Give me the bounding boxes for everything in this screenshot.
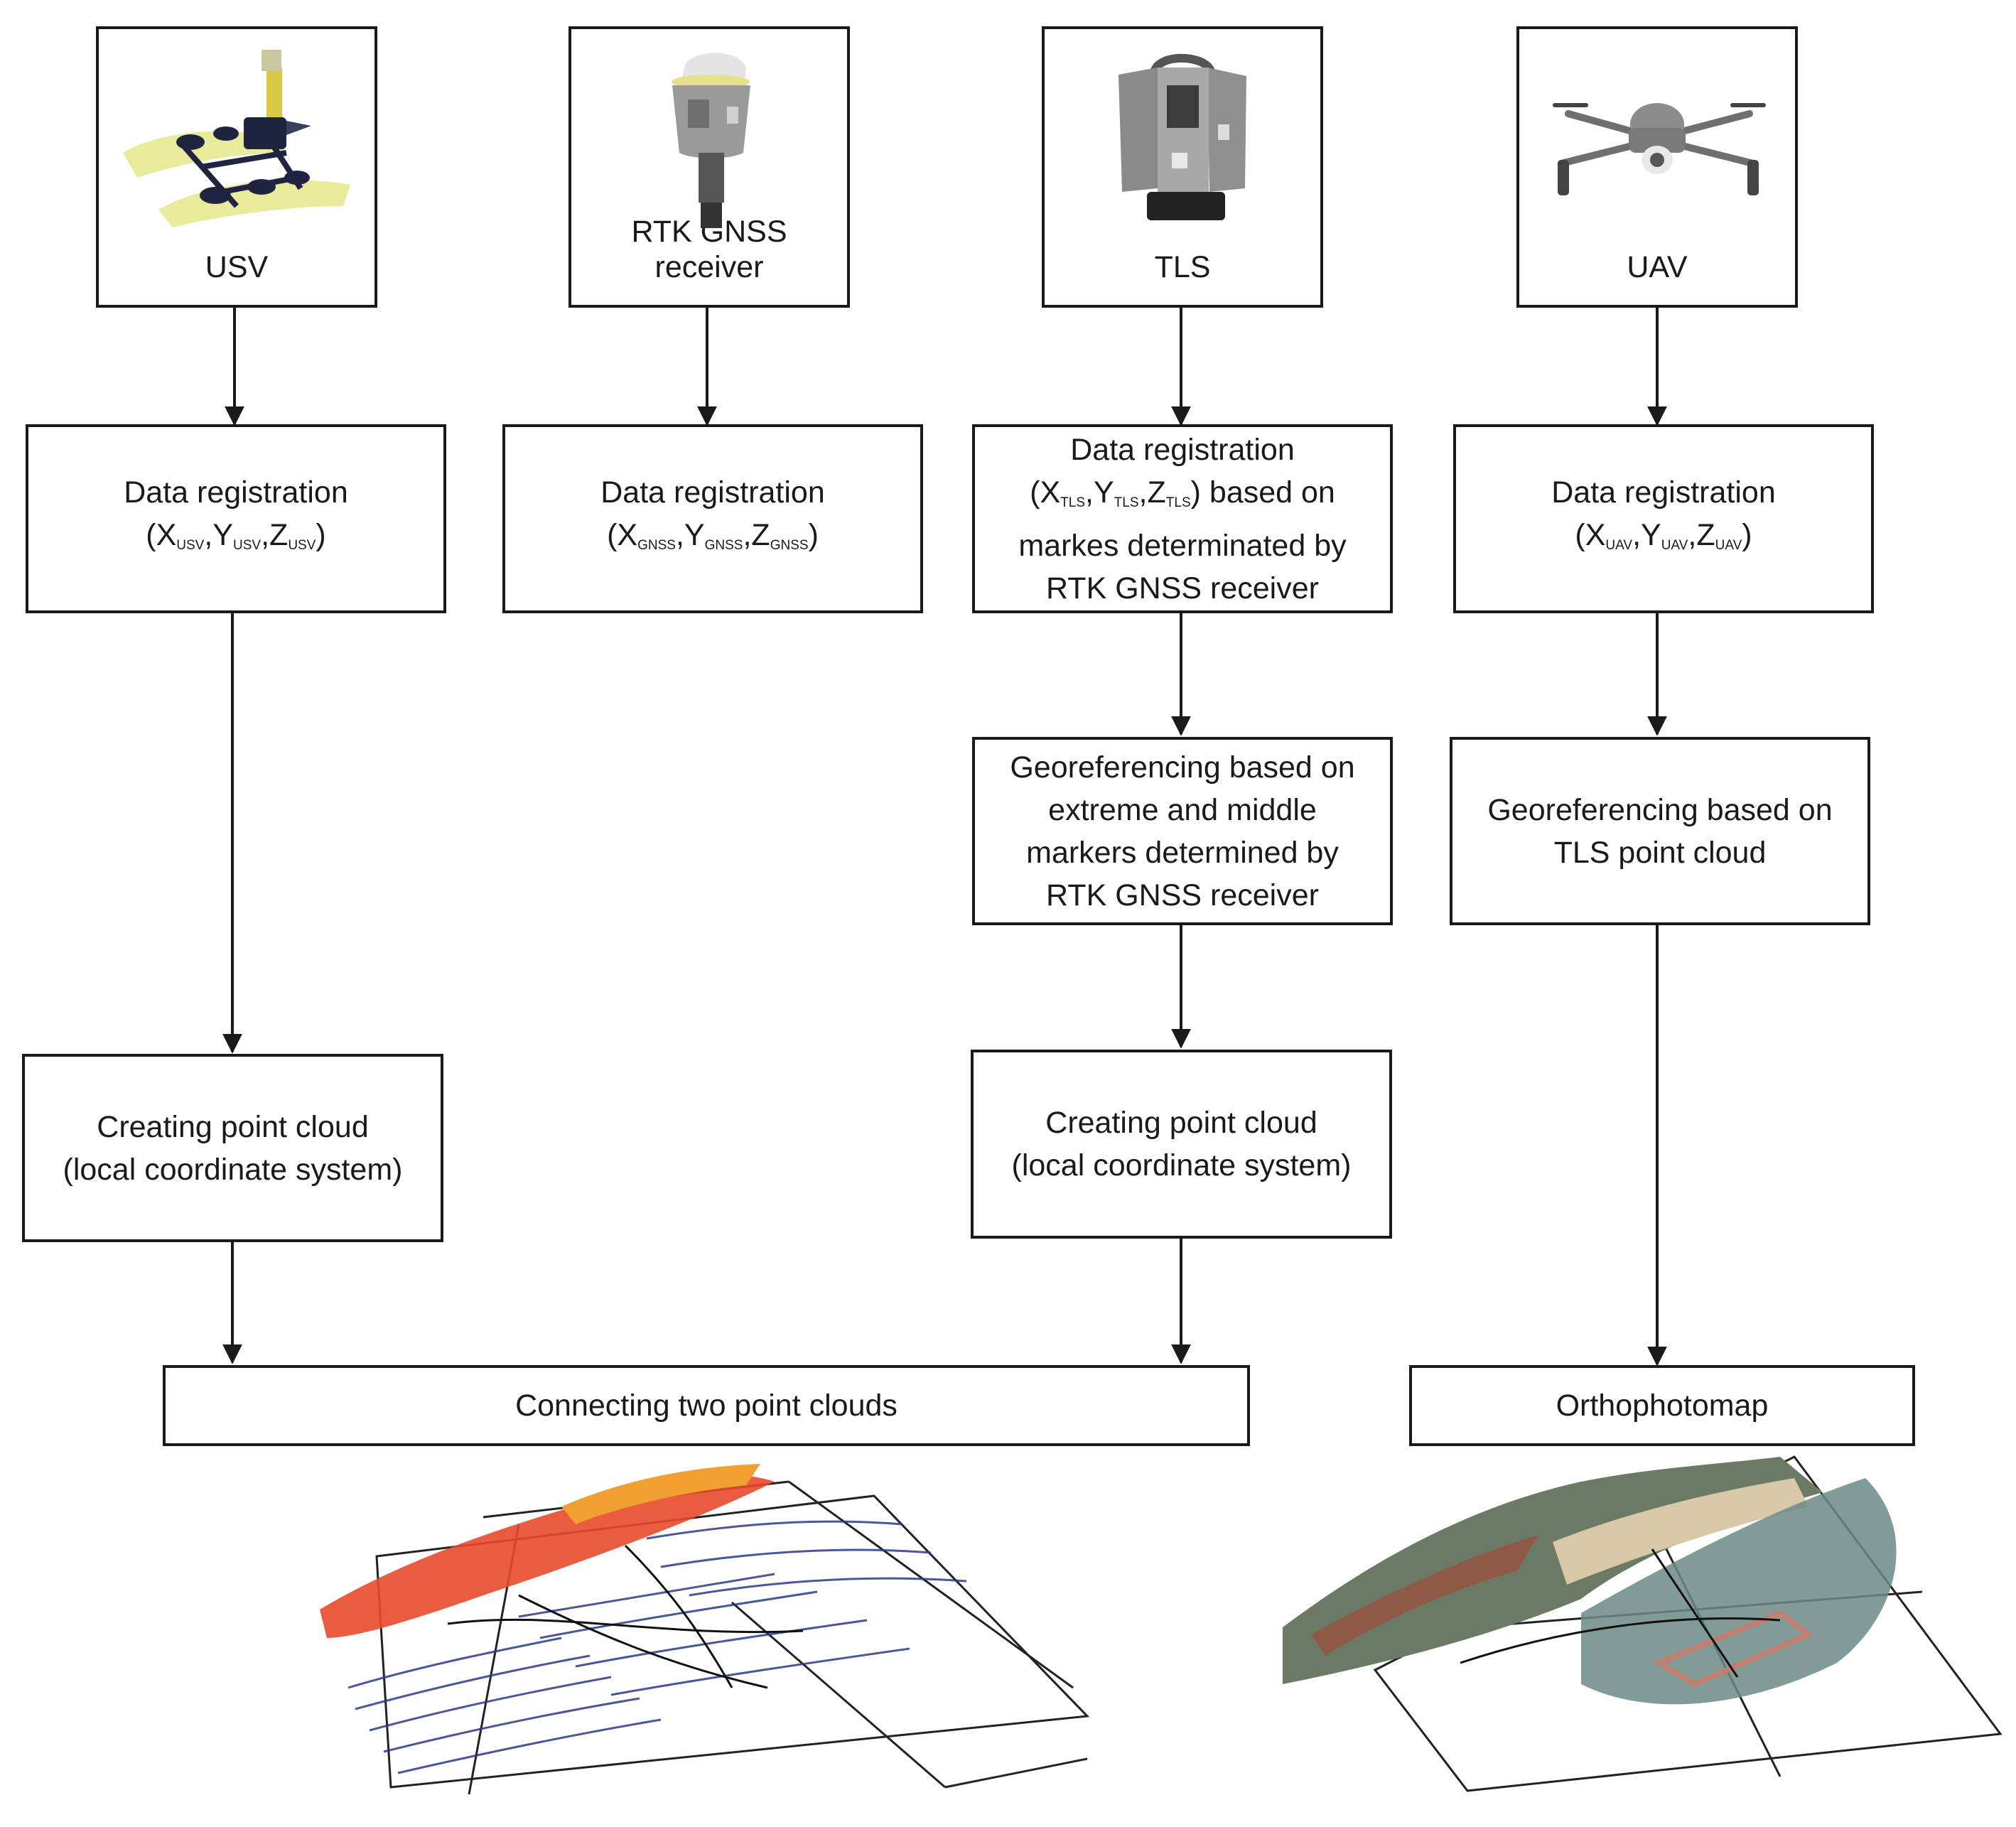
- device-rtk-box: RTK GNSS receiver: [568, 26, 850, 308]
- cloud-tls-box: Creating point cloud (local coordinate s…: [971, 1050, 1392, 1239]
- cloud-tls-line2: (local coordinate system): [1011, 1148, 1352, 1182]
- registration-tls-title: Data registration: [1070, 432, 1295, 467]
- cloud-usv-line2: (local coordinate system): [63, 1152, 403, 1187]
- registration-gnss-title: Data registration: [600, 475, 825, 510]
- rtk-label-line2: receiver: [654, 250, 764, 284]
- georef-uav-box: Georeferencing based on TLS point cloud: [1450, 737, 1870, 925]
- usv-label: USV: [205, 250, 269, 284]
- device-tls-box: TLS: [1042, 26, 1323, 308]
- coords-usv: (XUSV,YUSV,ZUSV): [146, 517, 326, 553]
- georef-tls-line3: markers determined by: [1026, 835, 1339, 870]
- uav-label: UAV: [1627, 250, 1688, 284]
- tls-label: TLS: [1154, 250, 1211, 284]
- registration-tls-box: Data registration (XTLS,YTLS,ZTLS) based…: [972, 424, 1393, 613]
- georef-tls-line2: extreme and middle: [1048, 792, 1317, 827]
- usv-boat-icon: [123, 50, 350, 227]
- laser-scanner-icon: [1118, 53, 1246, 220]
- registration-uav-title: Data registration: [1551, 475, 1776, 510]
- georef-tls-box: Georeferencing based on extreme and midd…: [972, 737, 1393, 925]
- georef-tls-line1: Georeferencing based on: [1010, 750, 1355, 785]
- gnss-receiver-icon: [672, 53, 750, 228]
- georef-tls-line4: RTK GNSS receiver: [1046, 878, 1319, 912]
- registration-tls-line4: RTK GNSS receiver: [1046, 571, 1319, 605]
- registration-usv-title: Data registration: [124, 475, 348, 510]
- cloud-tls-line1: Creating point cloud: [1045, 1106, 1317, 1140]
- coords-gnss: (XGNSS,YGNSS,ZGNSS): [607, 517, 819, 553]
- cloud-usv-line1: Creating point cloud: [97, 1109, 369, 1144]
- orthophotomap-label: Orthophotomap: [1556, 1389, 1769, 1423]
- connect-clouds-box: Connecting two point clouds: [163, 1365, 1250, 1446]
- orthophoto-point-cloud-image: [1283, 1455, 2002, 1792]
- connect-clouds-label: Connecting two point clouds: [515, 1389, 898, 1423]
- orthophotomap-box: Orthophotomap: [1409, 1365, 1915, 1446]
- registration-gnss-box: Data registration (XGNSS,YGNSS,ZGNSS): [502, 424, 923, 613]
- registration-usv-box: Data registration (XUSV,YUSV,ZUSV): [26, 424, 446, 613]
- device-uav-box: UAV: [1516, 26, 1798, 308]
- georef-uav-line1: Georeferencing based on: [1487, 792, 1833, 827]
- georef-uav-line2: TLS point cloud: [1553, 835, 1767, 870]
- device-usv-box: USV: [96, 26, 377, 308]
- registration-tls-line3: markes determinated by: [1018, 528, 1347, 563]
- drone-icon: [1553, 103, 1766, 195]
- registration-uav-box: Data registration (XUAV,YUAV,ZUAV): [1453, 424, 1874, 613]
- merged-point-cloud-image: [320, 1464, 1090, 1795]
- coords-uav: (XUAV,YUAV,ZUAV): [1575, 517, 1752, 553]
- coords-tls: (XTLS,YTLS,ZTLS) based on: [1030, 475, 1335, 510]
- cloud-usv-box: Creating point cloud (local coordinate s…: [22, 1054, 443, 1242]
